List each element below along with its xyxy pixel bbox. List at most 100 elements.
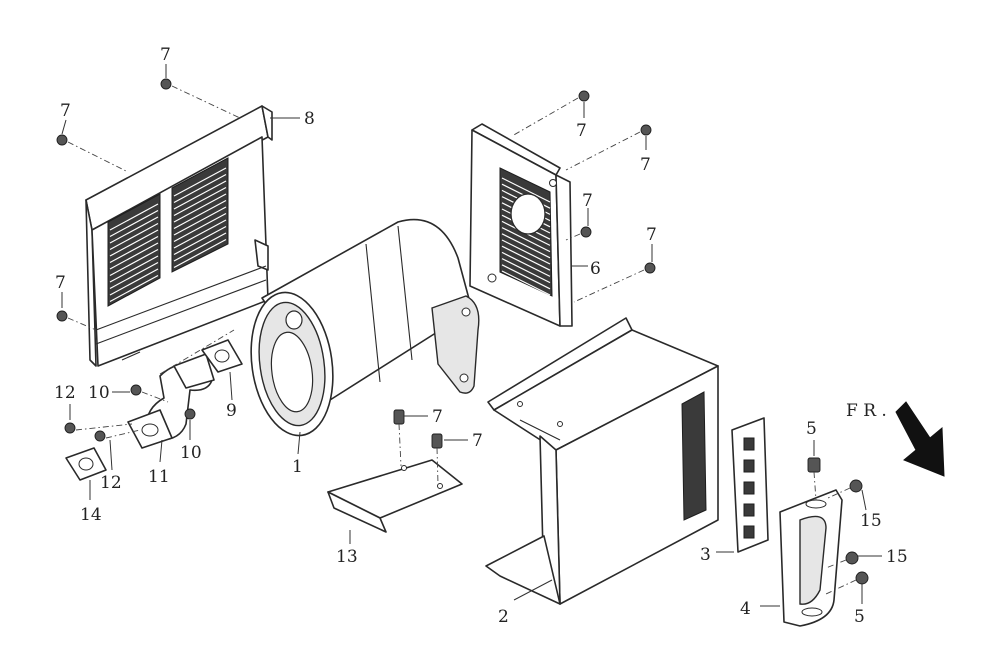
slot-line: [173, 238, 227, 269]
slot-line: [173, 232, 227, 262]
slot-line: [173, 173, 227, 204]
label-6: 6: [590, 259, 601, 279]
slot-line: [109, 242, 159, 270]
label-7-left-low: 7: [55, 273, 66, 293]
label-7-shield-4: 7: [646, 225, 657, 245]
bolt-7-shield-2: [640, 124, 652, 136]
label-12-a: 12: [54, 383, 76, 403]
label-7-top-left: 7: [160, 45, 171, 65]
bolt-7-plate-1: [393, 409, 405, 425]
slot-line: [501, 233, 551, 259]
label-13: 13: [336, 547, 358, 567]
part-6-heat-shield: [469, 123, 573, 327]
label-7-left: 7: [60, 101, 71, 121]
slot-line: [109, 203, 159, 231]
bolt-7-shield-4: [644, 262, 656, 274]
bolt-5-bottom: [855, 571, 869, 585]
slot-line: [173, 180, 227, 210]
bracket-slot: [743, 525, 755, 539]
part-4-support-bracket: [779, 489, 843, 627]
bracket-slot: [743, 459, 755, 473]
label-1: 1: [292, 457, 303, 477]
label-11: 11: [148, 467, 170, 487]
part-11-exhaust-elbow: [127, 353, 215, 449]
bolt-12-b: [94, 430, 106, 442]
part-9-gasket: [201, 339, 243, 373]
slot-line: [173, 167, 227, 197]
label-7-shield-3: 7: [582, 191, 593, 211]
slot-line: [109, 268, 159, 296]
shield-exhaust-hole: [510, 193, 546, 235]
slot-line: [173, 186, 227, 217]
slot-line: [173, 212, 227, 243]
slot-line: [501, 270, 551, 296]
slot-line: [173, 206, 227, 236]
label-3: 3: [700, 545, 711, 565]
slot-line: [109, 248, 159, 277]
bolt-10-b: [184, 408, 196, 420]
label-front-direction: F R .: [846, 401, 887, 421]
slot-line: [173, 193, 227, 223]
bolt-12-a: [64, 422, 76, 434]
bolt-10-a: [130, 384, 142, 396]
bolt-7-top-left: [160, 78, 172, 90]
slot-line: [501, 227, 551, 253]
label-4: 4: [740, 599, 751, 619]
slot-line: [501, 264, 551, 290]
bracket-slot: [743, 503, 755, 517]
bracket-slot: [743, 437, 755, 451]
label-9: 9: [226, 401, 237, 421]
part-3-slotted-bracket: [731, 417, 769, 553]
bolt-7-left-low: [56, 310, 68, 322]
slot-line: [109, 229, 159, 257]
label-2: 2: [498, 607, 509, 627]
part-14-gasket: [65, 447, 107, 481]
bolt-7-plate-2: [431, 433, 443, 449]
leader-lines: [61, 64, 882, 607]
label-7-plate-2: 7: [472, 431, 483, 451]
bracket-slot: [743, 481, 755, 495]
part-labels: 7 7 7 8 7 7 7 7 6 9 10 10 12 12 11 14 1 …: [54, 45, 908, 627]
bolt-group: [56, 78, 869, 585]
slot-line: [109, 255, 159, 283]
slot-line: [109, 209, 159, 238]
slot-line: [109, 222, 159, 251]
bolt-7-shield-3: [580, 226, 592, 238]
slot-line: [173, 225, 227, 256]
label-5-top: 5: [806, 419, 817, 439]
slot-line: [501, 239, 551, 265]
bolt-7-shield-1: [578, 90, 590, 102]
label-7-plate-1: 7: [432, 407, 443, 427]
slot-line: [109, 274, 159, 303]
bolt-15-bottom: [845, 551, 859, 565]
slot-line: [109, 235, 159, 264]
slot-line: [501, 251, 551, 277]
bracket-slots: [743, 437, 755, 539]
part-8-louvered-cover: [85, 105, 273, 367]
label-12-b: 12: [100, 473, 122, 493]
bolt-15-top: [849, 479, 863, 493]
slot-line: [173, 219, 227, 249]
label-8: 8: [304, 109, 315, 129]
bolt-5-top: [807, 457, 821, 473]
slot-line: [109, 261, 159, 290]
bolt-7-left: [56, 134, 68, 146]
slot-line: [173, 199, 227, 230]
slot-line: [501, 177, 551, 203]
label-7-shield-2: 7: [640, 155, 651, 175]
label-15-bottom: 15: [886, 547, 908, 567]
label-7-shield-1: 7: [576, 121, 587, 141]
label-14: 14: [80, 505, 102, 525]
slot-line: [501, 258, 551, 284]
part-1-muffler: [250, 218, 480, 437]
slot-line: [109, 216, 159, 244]
front-direction-arrow: [895, 401, 945, 477]
part-13-bottom-plate: [327, 459, 463, 533]
slot-line: [501, 245, 551, 271]
label-15-top: 15: [860, 511, 882, 531]
label-10-b: 10: [180, 443, 202, 463]
label-5-bottom: 5: [854, 607, 865, 627]
alignment-lines: [67, 85, 857, 595]
part-2-lower-shroud: [485, 317, 719, 605]
